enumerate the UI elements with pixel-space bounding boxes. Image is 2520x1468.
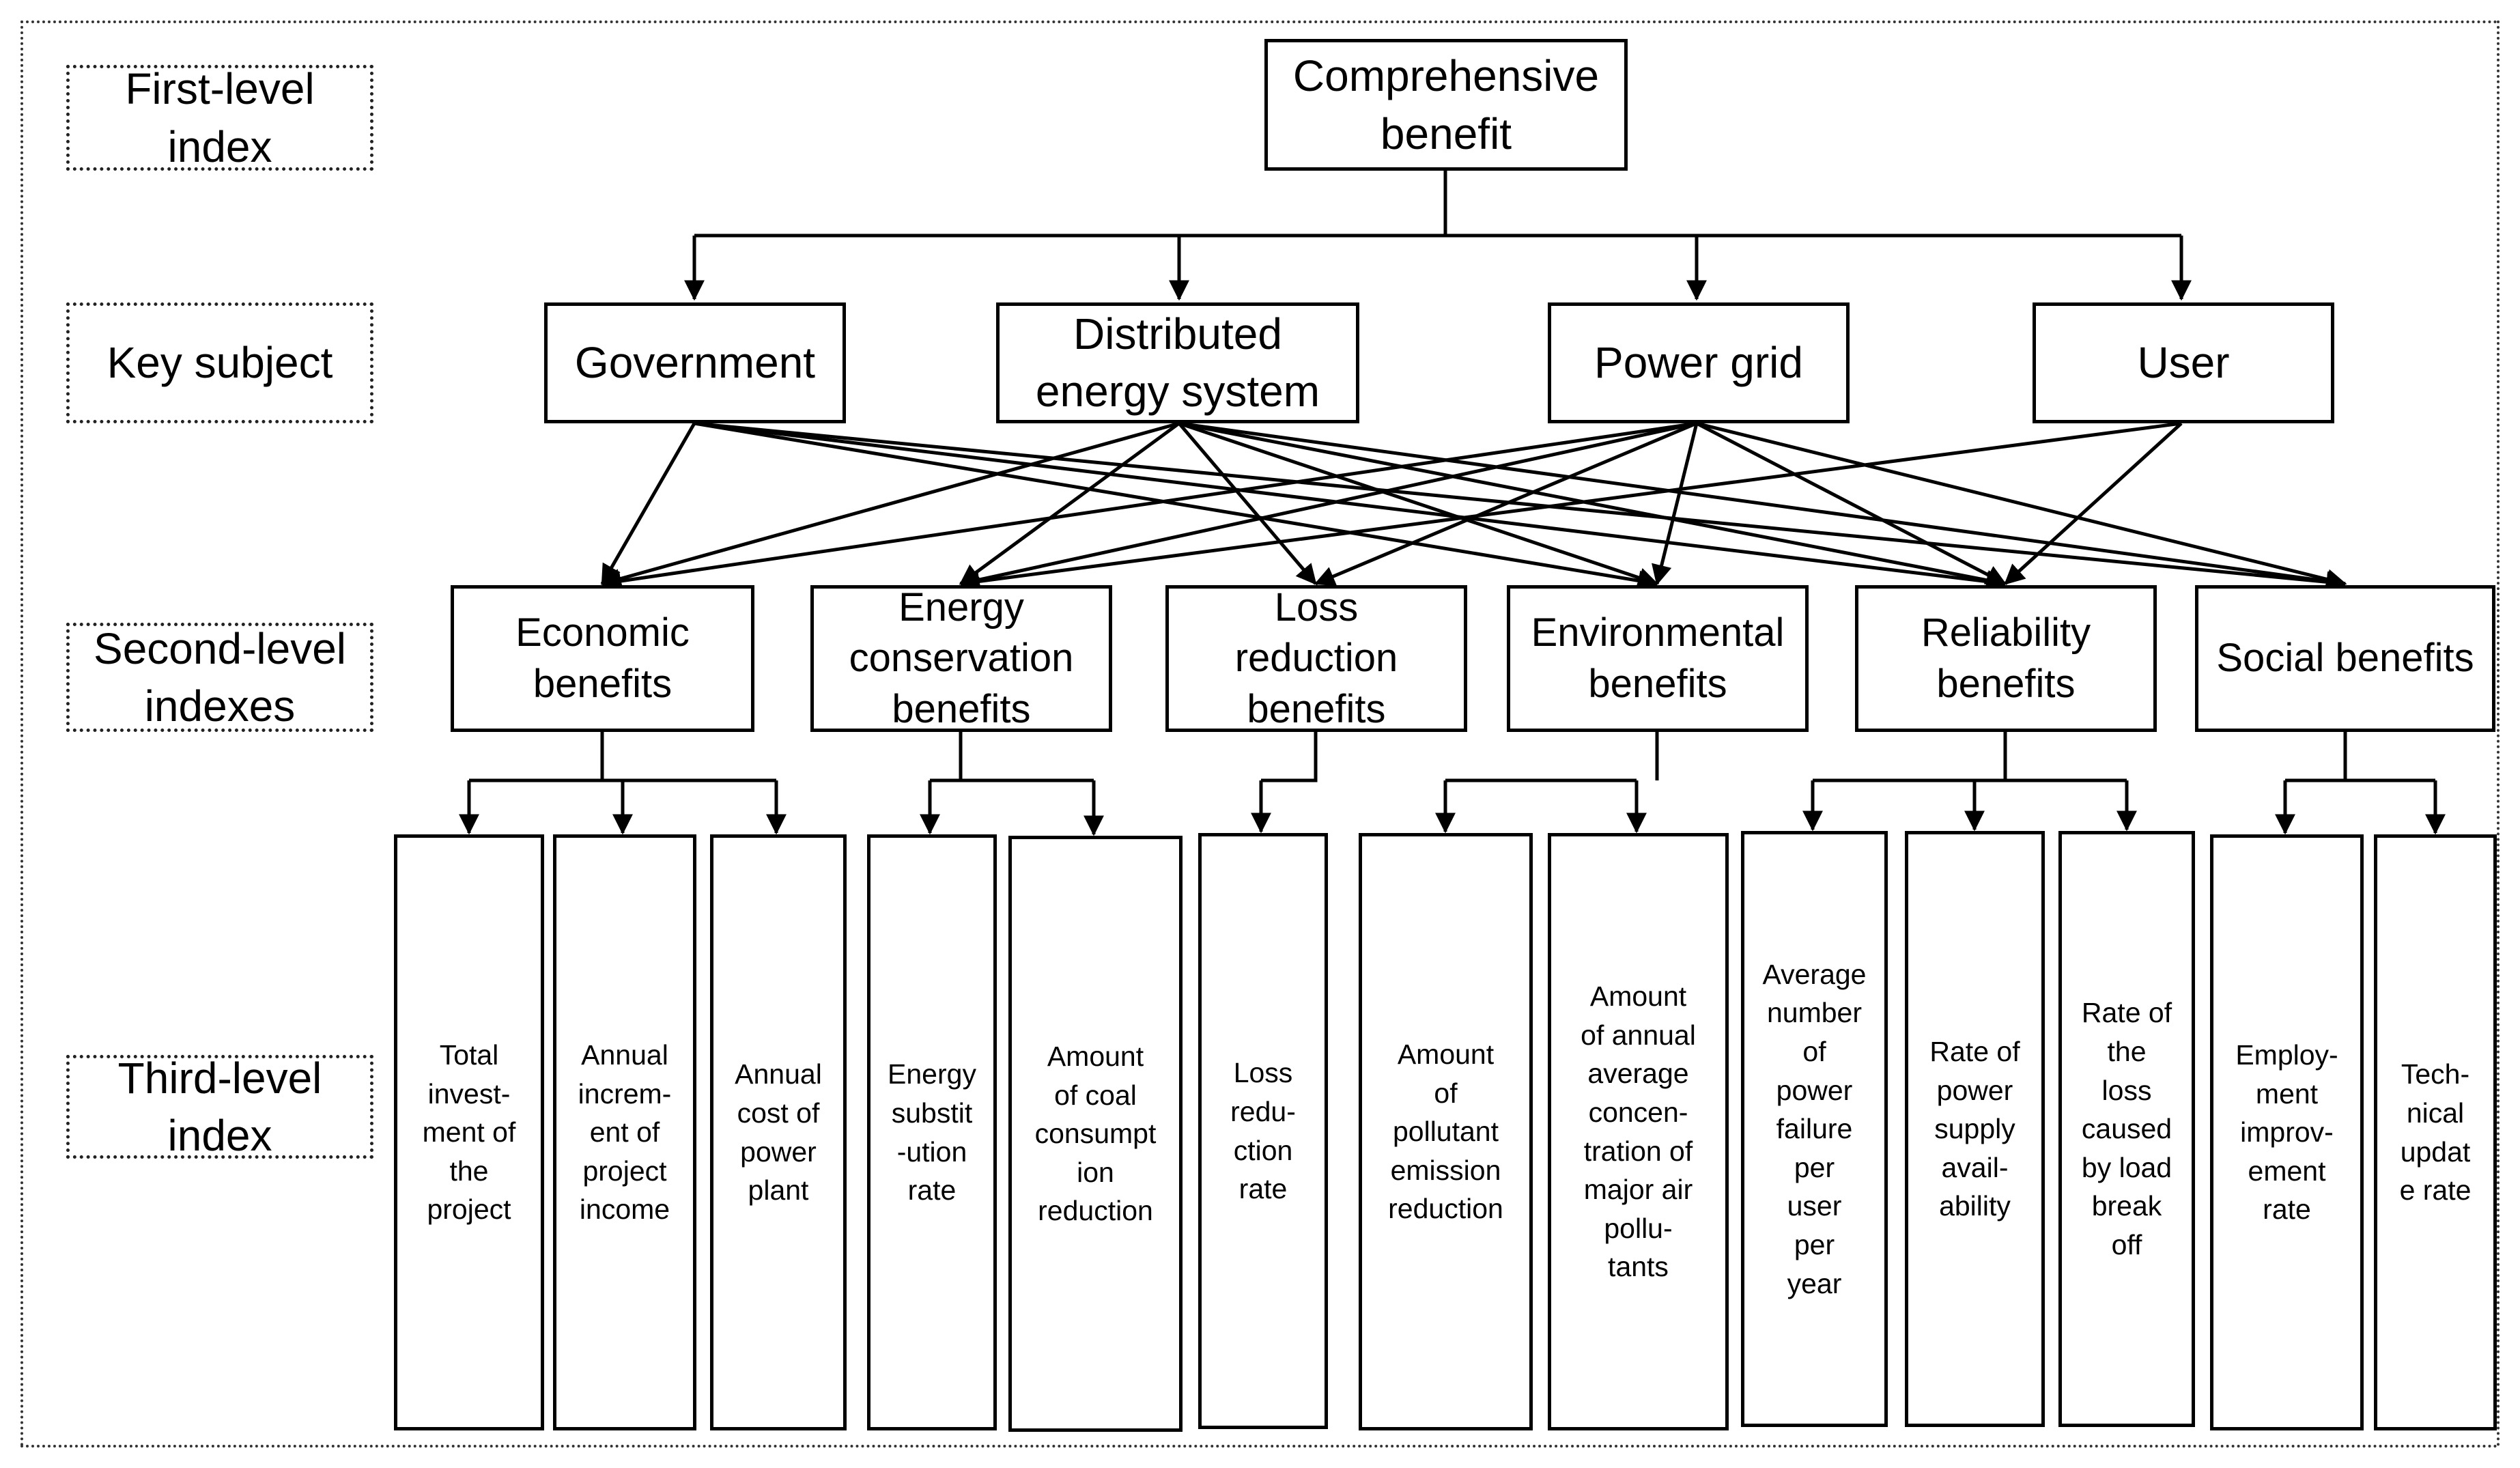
- third-loss-reduction-rate-text: Loss redu- ction rate: [1230, 1057, 1296, 1205]
- subject-distributed-energy-system-text: Distributed energy system: [1035, 309, 1320, 416]
- third-energy-substitution-rate-text: Energy substit -ution rate: [888, 1058, 976, 1206]
- third-air-pollutant-concentration: Amount of annual average concen- tration…: [1548, 833, 1729, 1430]
- level-label-first: First-level index: [66, 64, 373, 171]
- second-economic-benefits: Economic benefits: [451, 585, 754, 732]
- third-total-investment: Total invest- ment of the project: [394, 834, 544, 1430]
- second-energy-conservation-benefits-text: Energy conservation benefits: [849, 585, 1074, 731]
- arrow-distributed-reliability: [1178, 421, 2007, 591]
- outer-dotted-frame: [20, 20, 2500, 1448]
- third-annual-cost-power-plant-text: Annual cost of power plant: [735, 1058, 822, 1206]
- arrow-government-environmental: [694, 421, 1659, 591]
- level-label-first-text: First-level index: [125, 64, 315, 171]
- third-employment-improvement-rate: Employ- ment improv- ement rate: [2210, 834, 2364, 1430]
- arrow-power-grid-reliability: [1695, 421, 2007, 586]
- third-coal-consumption-reduction-text: Amount of coal consumpt ion reduction: [1034, 1041, 1157, 1227]
- third-pollutant-emission-reduction: Amount of pollutant emission reduction: [1359, 833, 1533, 1430]
- subject-user: User: [2033, 302, 2334, 423]
- subject-government: Government: [544, 302, 846, 423]
- arrow-power-grid-economic: [600, 421, 1697, 591]
- level-label-second-text: Second-level indexes: [94, 623, 346, 731]
- subject-user-text: User: [2137, 337, 2230, 387]
- root-node: Comprehensive benefit: [1264, 39, 1628, 171]
- third-technical-update-rate: Tech- nical updat e rate: [2374, 834, 2497, 1430]
- arrow-distributed-economic: [600, 421, 1180, 589]
- second-reliability-benefits: Reliability benefits: [1855, 585, 2157, 732]
- second-loss-reduction-benefits-text: Loss reduction benefits: [1234, 585, 1398, 731]
- third-power-failure-frequency: Average number of power failure per user…: [1741, 831, 1888, 1427]
- third-pollutant-emission-reduction-text: Amount of pollutant emission reduction: [1388, 1039, 1503, 1225]
- arrow-government-social: [694, 421, 2347, 593]
- second-environmental-benefits: Environmental benefits: [1507, 585, 1809, 732]
- arrow-user-energy: [959, 421, 2182, 592]
- subject-government-text: Government: [574, 337, 816, 387]
- level-label-key-subject-text: Key subject: [107, 338, 333, 388]
- arrow-government-reliability: [694, 421, 2007, 592]
- third-annual-increment-income: Annual increm- ent of project income: [553, 834, 696, 1430]
- third-loss-reduction-rate: Loss redu- ction rate: [1198, 833, 1328, 1429]
- level-label-third: Third-level index: [66, 1054, 373, 1160]
- third-total-investment-text: Total invest- ment of the project: [422, 1039, 516, 1226]
- stem-loss: [1261, 732, 1318, 782]
- second-environmental-benefits-text: Environmental benefits: [1531, 610, 1785, 706]
- arrow-government-economic: [600, 422, 696, 586]
- third-employment-improvement-rate-text: Employ- ment improv- ement rate: [2235, 1039, 2338, 1226]
- third-power-failure-frequency-text: Average number of power failure per user…: [1762, 958, 1867, 1299]
- third-power-supply-availability: Rate of power supply avail- ability: [1905, 831, 2045, 1427]
- arrow-power-grid-loss: [1314, 421, 1697, 587]
- third-technical-update-rate-text: Tech- nical updat e rate: [2399, 1058, 2472, 1206]
- third-annual-increment-income-text: Annual increm- ent of project income: [578, 1039, 672, 1226]
- subject-power-grid: Power grid: [1548, 302, 1850, 423]
- third-energy-substitution-rate: Energy substit -ution rate: [867, 834, 997, 1430]
- arrow-distributed-environmental: [1178, 421, 1659, 588]
- arrow-user-reliability: [2004, 422, 2183, 585]
- second-economic-benefits-text: Economic benefits: [515, 610, 690, 706]
- arrow-power-grid-environmental: [1652, 423, 1699, 586]
- third-coal-consumption-reduction: Amount of coal consumpt ion reduction: [1008, 836, 1183, 1432]
- third-power-supply-availability-text: Rate of power supply avail- ability: [1929, 1036, 2020, 1222]
- third-annual-cost-power-plant: Annual cost of power plant: [710, 834, 847, 1430]
- arrow-power-grid-energy: [959, 421, 1697, 590]
- level-label-second: Second-level indexes: [66, 623, 373, 732]
- arrow-distributed-energy: [959, 421, 1180, 586]
- level-label-third-text: Third-level index: [117, 1053, 322, 1160]
- second-reliability-benefits-text: Reliability benefits: [1921, 610, 2091, 706]
- third-load-break-loss-rate-text: Rate of the loss caused by load break of…: [2081, 997, 2172, 1260]
- level-label-key-subject: Key subject: [66, 302, 373, 423]
- subject-power-grid-text: Power grid: [1594, 337, 1803, 387]
- second-social-benefits: Social benefits: [2195, 585, 2495, 732]
- second-energy-conservation-benefits: Energy conservation benefits: [810, 585, 1112, 732]
- third-air-pollutant-concentration-text: Amount of annual average concen- tration…: [1581, 980, 1696, 1283]
- second-loss-reduction-benefits: Loss reduction benefits: [1165, 585, 1467, 732]
- arrow-distributed-social: [1178, 421, 2347, 592]
- subject-distributed-energy-system: Distributed energy system: [996, 302, 1359, 423]
- arrow-distributed-loss: [1178, 422, 1317, 585]
- second-social-benefits-text: Social benefits: [2216, 636, 2474, 681]
- root-node-text: Comprehensive benefit: [1292, 51, 1600, 158]
- third-load-break-loss-rate: Rate of the loss caused by load break of…: [2058, 831, 2195, 1427]
- arrow-power-grid-social: [1696, 421, 2347, 589]
